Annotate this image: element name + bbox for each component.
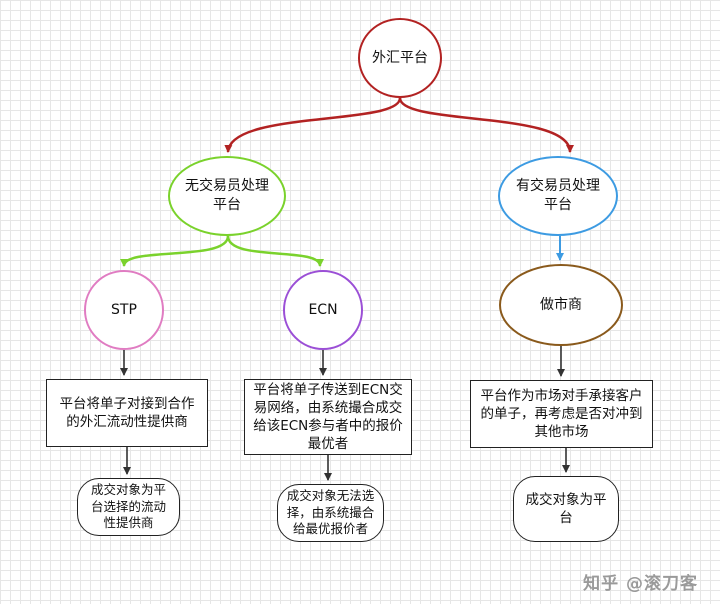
watermark: 知乎 @滚刀客	[583, 574, 698, 594]
node-label: 外汇平台	[372, 49, 428, 66]
node-no-dealer-platform: 无交易员处理 平台	[168, 156, 286, 236]
node-label: 做市商	[540, 296, 582, 313]
market-maker-counterparty-pill: 成交对象为平台	[513, 476, 619, 542]
node-label: STP	[111, 301, 137, 318]
node-label: 无交易员处理 平台	[185, 178, 269, 213]
stp-counterparty-pill: 成交对象为平台选择的流动性提供商	[77, 478, 180, 536]
ecn-counterparty-pill: 成交对象无法选择，由系统撮合给最优报价者	[277, 484, 384, 542]
box-text: 平台将单子对接到合作的外汇流动性提供商	[59, 395, 195, 430]
node-dealer-platform: 有交易员处理 平台	[498, 156, 618, 236]
pill-text: 成交对象为平台	[525, 491, 607, 526]
edge-root-right	[398, 97, 574, 153]
edge-root-left	[224, 97, 402, 153]
node-label: 有交易员处理 平台	[516, 178, 600, 213]
pill-text: 成交对象无法选择，由系统撮合给最优报价者	[286, 487, 375, 537]
node-ecn: ECN	[283, 270, 363, 350]
node-stp: STP	[84, 270, 164, 350]
market-maker-description-box: 平台作为市场对手承接客户的单子，再考虑是否对冲到其他市场	[470, 380, 653, 448]
ecn-description-box: 平台将单子传送到ECN交易网络，由系统撮合成交给该ECN参与者中的报价最优者	[244, 379, 412, 455]
box-text: 平台将单子传送到ECN交易网络，由系统撮合成交给该ECN参与者中的报价最优者	[253, 381, 403, 453]
node-forex-platform: 外汇平台	[358, 18, 442, 98]
pill-text: 成交对象为平台选择的流动性提供商	[90, 481, 166, 531]
edge-left-stp	[120, 235, 230, 267]
edge-left-ecn	[226, 235, 324, 267]
node-market-maker: 做市商	[499, 264, 623, 346]
node-label: ECN	[308, 301, 338, 318]
box-text: 平台作为市场对手承接客户的单子，再考虑是否对冲到其他市场	[480, 387, 643, 441]
stp-description-box: 平台将单子对接到合作的外汇流动性提供商	[46, 379, 208, 447]
